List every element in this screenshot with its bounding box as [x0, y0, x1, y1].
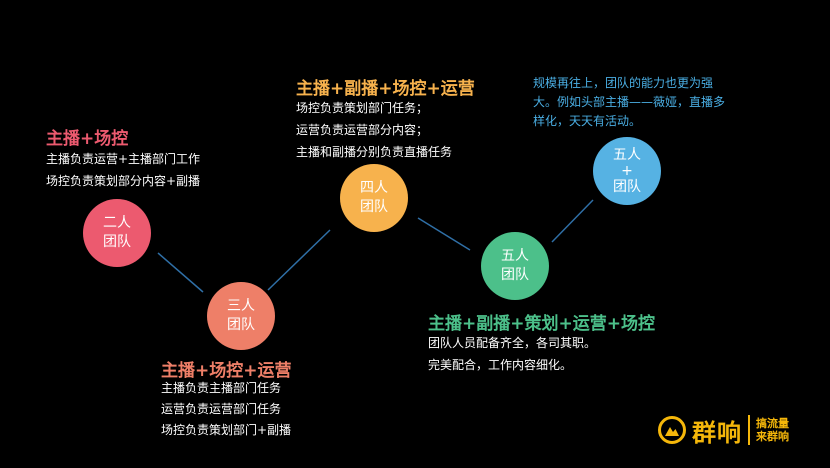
stage-five-line: 团队人员配备齐全，各司其职。 [428, 336, 597, 350]
brand-slogan-line: 搞流量 [756, 417, 789, 430]
stage-five-line: 完美配合，工作内容细化。 [428, 358, 573, 372]
connector-five-fiveplus [551, 199, 594, 243]
stage-three-line: 主播负责主播部门任务 [161, 381, 282, 395]
connector-three-four [267, 229, 331, 291]
stage-four-title: 主播+副播+场控+运营 [296, 79, 475, 99]
node-label: 五人 [501, 248, 529, 264]
stage-three-line: 运营负责运营部门任务 [161, 402, 282, 416]
node-label: 团队 [227, 317, 255, 333]
stage-two-line: 主播负责运营+主播部门工作 [46, 152, 201, 166]
brand-name: 群响 [692, 418, 742, 447]
stage-two-title: 主播+场控 [46, 129, 129, 149]
stage-three-title: 主播+场控+运营 [161, 361, 292, 381]
stage-two-line: 场控负责策划部分内容+副播 [46, 174, 201, 188]
stage-four-line: 场控负责策划部门任务； [296, 101, 429, 115]
stage-two-description: 主播负责运营+主播部门工作 场控负责策划部分内容+副播 [46, 148, 200, 192]
stage-four-description: 场控负责策划部门任务； 运营负责运营部分内容； 主播和副播分别负责直播任务 [296, 97, 452, 163]
stage-five-description: 团队人员配备齐全，各司其职。 完美配合，工作内容细化。 [428, 332, 596, 376]
node-five-person-team: 五人 团队 [481, 232, 549, 300]
node-label: 团队 [613, 179, 641, 195]
node-three-person-team: 三人 团队 [207, 282, 275, 350]
node-label: + [621, 163, 633, 179]
stage-three-line: 场控负责策划部门+副播 [161, 423, 292, 437]
connector-four-five [417, 217, 471, 251]
node-label: 团队 [360, 199, 388, 215]
node-label: 团队 [501, 267, 529, 283]
node-label: 团队 [103, 234, 131, 250]
node-four-person-team: 四人 团队 [340, 164, 408, 232]
connector-two-three [157, 252, 204, 293]
node-five-plus-team: 五人 + 团队 [593, 137, 661, 205]
stage-four-line: 运营负责运营部分内容； [296, 123, 429, 137]
stage-three-description: 主播负责主播部门任务 运营负责运营部门任务 场控负责策划部门+副播 [161, 378, 291, 441]
stage-four-line: 主播和副播分别负责直播任务 [296, 145, 453, 159]
stage-five-title: 主播+副播+策划+运营+场控 [428, 314, 655, 334]
node-two-person-team: 二人 团队 [83, 199, 151, 267]
brand-logo: 群响 搞流量 来群响 [657, 412, 789, 448]
brand-divider [748, 415, 750, 445]
node-label: 二人 [103, 215, 131, 231]
mountain-circle-icon [658, 416, 686, 444]
stage-five-plus-note: 规模再往上，团队的能力也更为强大。例如头部主播——薇娅，直播多样化，天天有活动。 [533, 76, 726, 128]
brand-slogan-line: 来群响 [756, 430, 789, 443]
node-label: 五人 [613, 147, 641, 163]
node-label: 三人 [227, 298, 255, 314]
node-label: 四人 [360, 180, 388, 196]
brand-slogan: 搞流量 来群响 [756, 417, 789, 443]
